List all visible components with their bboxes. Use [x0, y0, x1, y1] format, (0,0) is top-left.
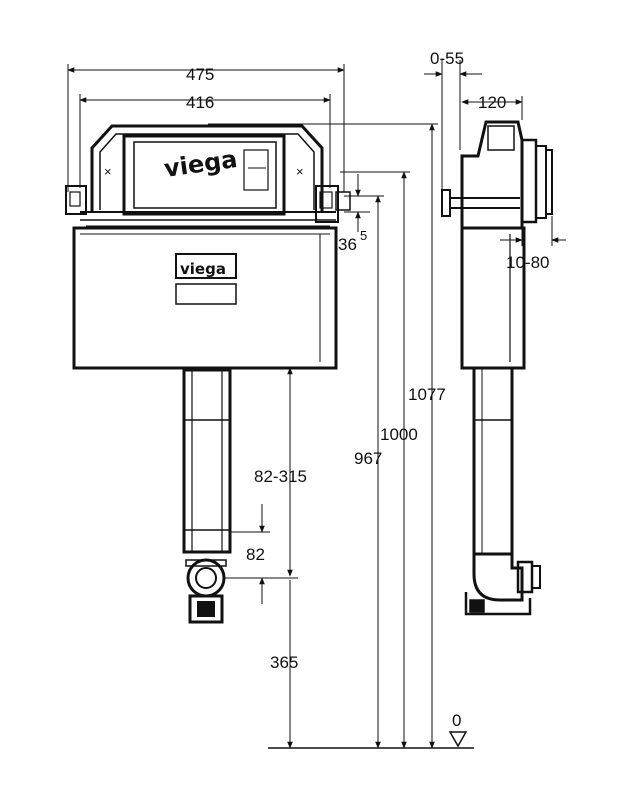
dim-pipe-outlet: 82: [246, 545, 265, 564]
wall-plate: [441, 189, 451, 217]
side-cistern-body: [460, 226, 526, 370]
side-top-housing: [460, 120, 524, 230]
cistern-label: [175, 253, 237, 279]
front-view: × ×: [65, 124, 351, 624]
mark-left: ×: [104, 164, 112, 179]
side-view: [441, 120, 553, 616]
right-side-bracket: [315, 185, 339, 223]
dim-side-offset: 0-55: [430, 49, 464, 68]
dim-height-1000: 1000: [380, 425, 418, 444]
dimension-lines: [67, 60, 566, 749]
left-side-bracket: [65, 185, 87, 215]
flush-plate: [122, 134, 286, 216]
dim-bracket-a: 36: [338, 235, 357, 254]
dim-side-depth: 120: [478, 93, 506, 112]
brand-logo-plate: viega: [162, 145, 239, 183]
side-outlet-elbow: [472, 554, 524, 602]
dim-adjust-range: 10-80: [506, 253, 549, 272]
dim-pipe-range: 82-315: [254, 467, 307, 486]
side-button: [520, 138, 538, 224]
dim-outlet-height: 365: [270, 653, 298, 672]
outlet-flange: [188, 594, 224, 624]
cistern-body: [72, 226, 338, 370]
dim-frame-width: 416: [186, 93, 214, 112]
dim-bracket-b: 5: [360, 228, 367, 243]
side-drain-pipe: [472, 366, 514, 556]
floor-marker: [448, 731, 468, 748]
dim-height-967: 967: [354, 449, 382, 468]
dim-height-total: 1077: [408, 385, 446, 404]
side-base-bracket: [464, 592, 532, 616]
dim-overall-width: 475: [186, 65, 214, 84]
dim-floor-level: 0: [452, 711, 461, 730]
drain-pipe: [182, 368, 232, 554]
mark-right: ×: [296, 164, 304, 179]
top-bracket-frame: [90, 124, 324, 213]
brand-logo-cistern: viega: [180, 260, 226, 278]
